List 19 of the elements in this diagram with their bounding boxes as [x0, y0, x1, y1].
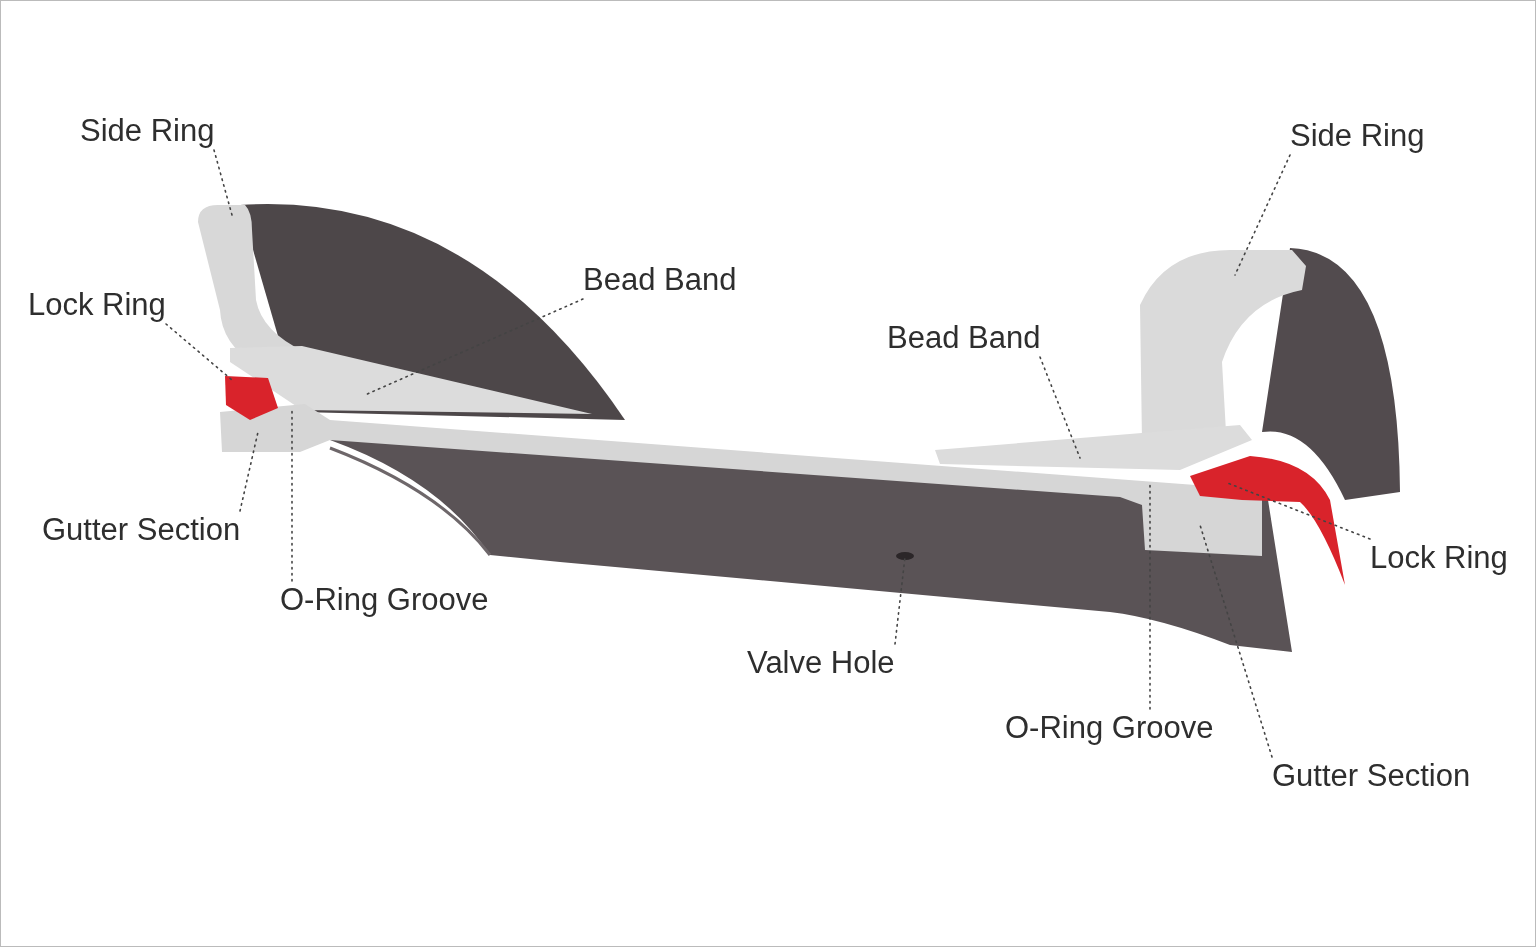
part-label: Valve Hole: [747, 644, 895, 682]
leader-line: [239, 431, 259, 512]
leader-line: [165, 323, 233, 381]
part-label: Side Ring: [1290, 117, 1425, 155]
part-label: Side Ring: [80, 112, 215, 150]
part-label: Bead Band: [887, 319, 1041, 357]
leader-line: [213, 149, 233, 216]
leader-line: [1199, 524, 1273, 758]
leader-line: [364, 298, 584, 396]
leader-line: [1234, 154, 1291, 276]
part-label: Bead Band: [583, 261, 737, 299]
part-label: O-Ring Groove: [280, 581, 489, 619]
leader-line: [894, 556, 906, 645]
part-label: Lock Ring: [28, 286, 166, 324]
part-label: O-Ring Groove: [1005, 709, 1214, 747]
part-label: Lock Ring: [1370, 539, 1508, 577]
leader-line: [1039, 356, 1081, 459]
part-label: Gutter Section: [1272, 757, 1471, 795]
part-label: Gutter Section: [42, 511, 241, 549]
